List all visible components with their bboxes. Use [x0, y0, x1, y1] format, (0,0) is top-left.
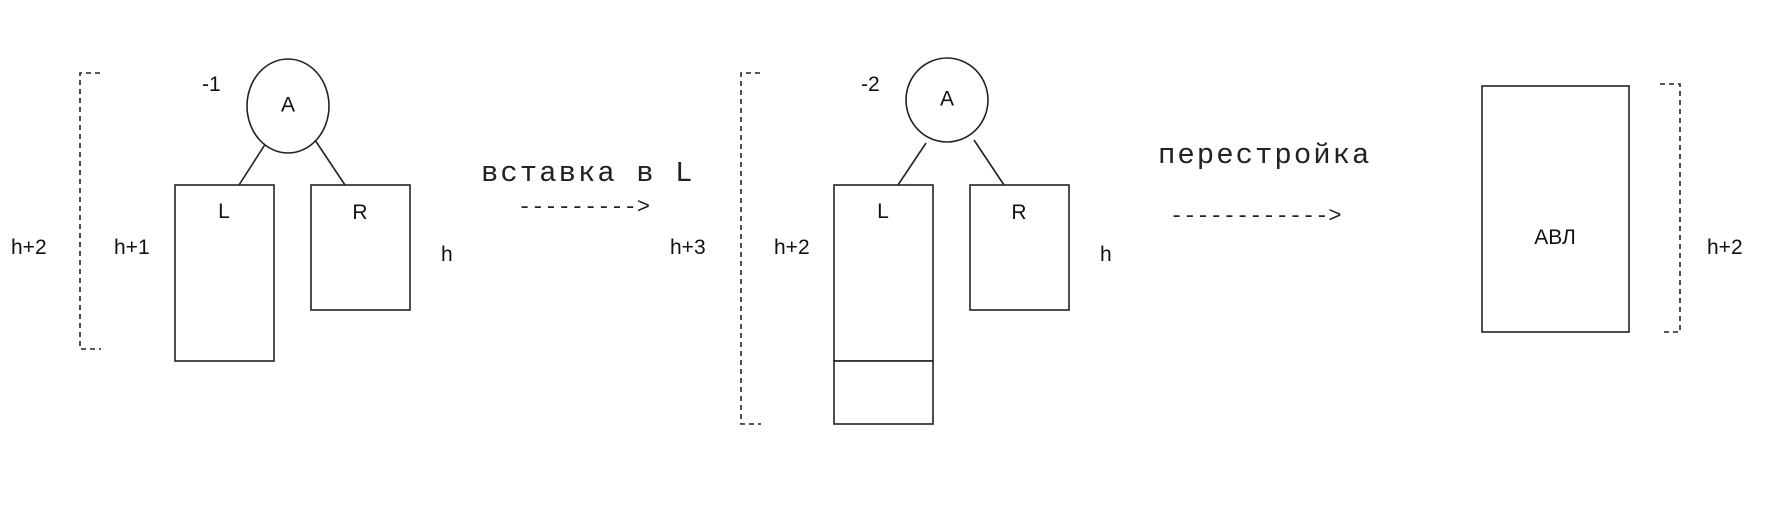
left-subtree	[833, 184, 934, 362]
edge-right	[314, 139, 346, 186]
panel-after-insert: h+3 h+2 A -2 L R h	[670, 57, 1112, 425]
left-subtree-label: L	[877, 200, 889, 223]
outer-height-label: h+2	[11, 236, 47, 259]
rebalance-label: перестройка	[1158, 139, 1371, 172]
root-label: A	[940, 88, 954, 111]
insert-label: вставка в L	[481, 157, 694, 190]
panel-result: АВЛ h+2	[1481, 83, 1743, 333]
height-bracket	[740, 72, 761, 425]
insert-arrow: --------->	[518, 195, 650, 220]
result-height-label: h+2	[1707, 236, 1743, 259]
height-bracket	[79, 72, 101, 350]
right-subtree-label: R	[1011, 201, 1026, 224]
right-subtree	[310, 184, 411, 311]
edge-right	[973, 139, 1005, 186]
edge-left	[238, 142, 267, 186]
avl-tree-label: АВЛ	[1534, 226, 1576, 249]
right-subtree	[969, 184, 1070, 311]
root-node	[905, 57, 989, 143]
balance-factor: -2	[861, 73, 880, 96]
balance-factor: -1	[202, 73, 221, 96]
outer-height-label: h+3	[670, 236, 706, 259]
root-label: A	[281, 94, 295, 117]
avl-tree-box	[1481, 85, 1630, 333]
inserted-level	[833, 360, 934, 425]
root-node	[246, 58, 330, 154]
right-height-label: h	[1100, 243, 1112, 266]
left-subtree	[174, 184, 275, 362]
left-height-label: h+2	[774, 236, 810, 259]
height-bracket	[1660, 83, 1681, 333]
arrow-insert: вставка в L --------->	[481, 157, 694, 220]
left-subtree-label: L	[218, 200, 230, 223]
edge-left	[897, 142, 927, 186]
arrow-rebalance: перестройка ------------>	[1158, 139, 1371, 229]
right-height-label: h	[441, 243, 453, 266]
panel-before-insert: h+2 h+1 A -1 L R h	[11, 58, 453, 362]
right-subtree-label: R	[352, 201, 367, 224]
left-height-label: h+1	[114, 236, 150, 259]
rebalance-arrow: ------------>	[1170, 204, 1342, 229]
